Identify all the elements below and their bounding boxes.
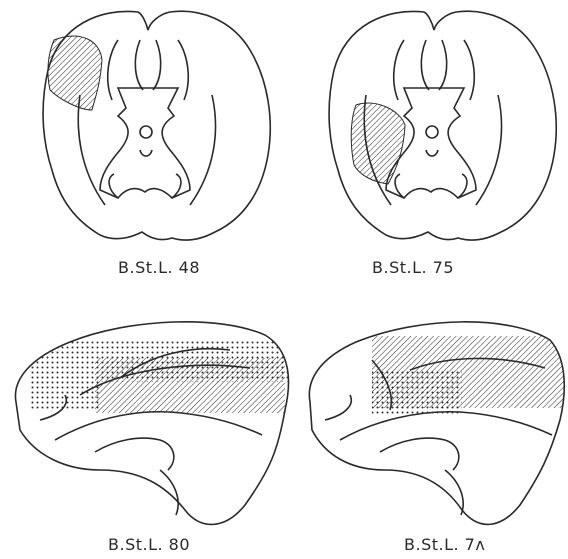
panel-lateral-7 [309,322,568,525]
lesion-hatched-75 [351,103,405,184]
brainstem [100,88,190,198]
panel-lateral-80 [15,322,288,525]
lesion-hatched-48 [48,36,102,110]
panel-caption: B.St.L. 7ᴧ [404,535,485,554]
panel-caption: B.St.L. 80 [108,535,190,554]
panel-caption: B.St.L. 48 [118,258,200,277]
panel-caption: B.St.L. 75 [372,258,454,277]
